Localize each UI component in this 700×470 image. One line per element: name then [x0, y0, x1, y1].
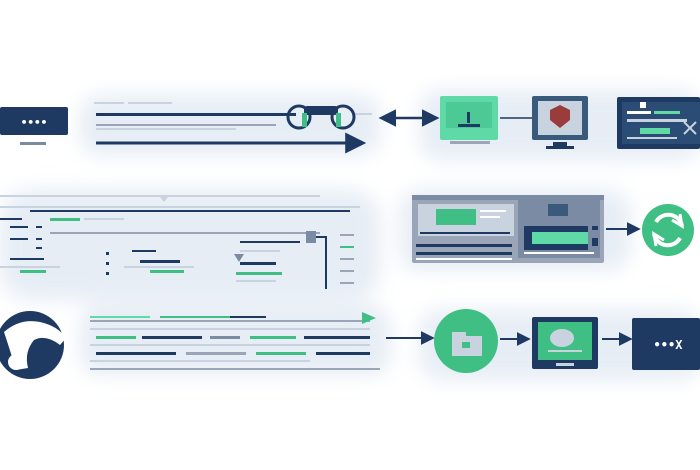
refresh-circle	[642, 204, 694, 256]
monitor-shield	[532, 96, 588, 149]
terminal-block-2-label: •••X	[654, 338, 684, 352]
green-console	[440, 96, 498, 144]
green-folder-circle	[434, 309, 498, 373]
dashboard-window	[412, 195, 604, 263]
data-screen	[617, 97, 700, 149]
monitor-green	[532, 317, 598, 369]
top-line-strips	[94, 102, 372, 154]
hand-circle	[0, 311, 66, 379]
code-listing	[0, 195, 360, 289]
bottom-row: •••X	[0, 309, 700, 379]
middle-row	[0, 195, 694, 289]
binoculars-icon	[286, 104, 356, 130]
terminal-block-2: •••X	[632, 318, 700, 370]
shield-icon	[550, 105, 570, 128]
terminal-block: ••••	[0, 107, 68, 145]
bottom-line-strips	[90, 312, 380, 370]
top-row: ••••	[0, 96, 700, 154]
terminal-block-label: ••••	[21, 116, 48, 129]
